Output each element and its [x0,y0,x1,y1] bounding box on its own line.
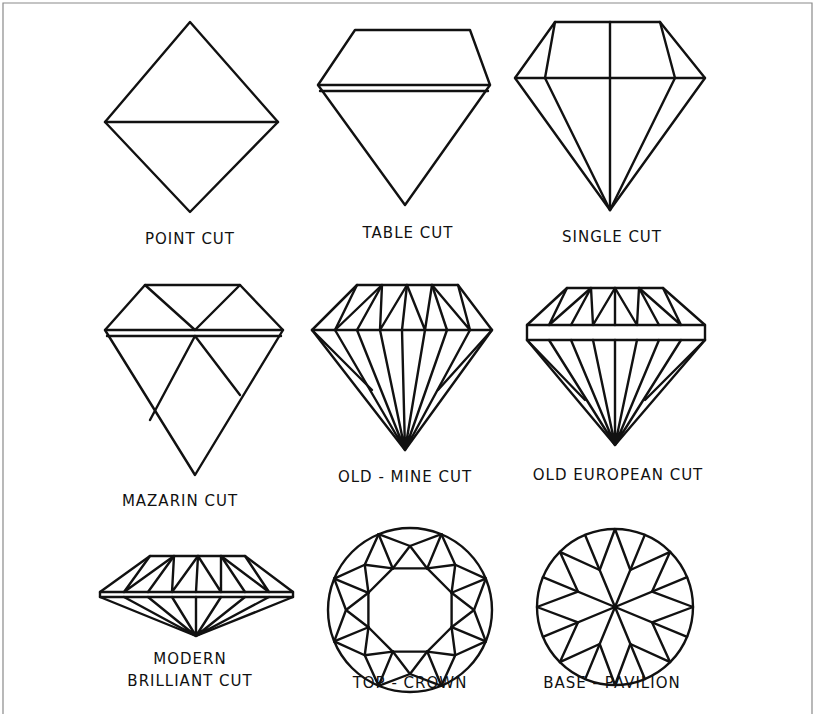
point-cut-drawing [105,22,278,212]
cut-name-label: TABLE CUT [363,222,454,244]
cut-name-label: TOP - CROWN [353,672,468,694]
cut-name-label: SINGLE CUT [562,226,662,248]
cut-name-label: MODERN BRILLIANT CUT [115,648,265,692]
old-mine-cut-drawing [312,285,492,450]
single-cut-drawing [515,22,705,210]
cut-name-label: BASE - PAVILION [543,672,680,694]
frame-border [3,3,812,714]
pavilion-base-view [537,529,693,685]
modern-brilliant-cut-drawing [100,556,293,636]
cut-name-label: OLD - MINE CUT [338,466,472,488]
crown-top-view [328,528,492,692]
cut-name-label: POINT CUT [145,228,235,250]
mazarin-cut-drawing [105,285,283,475]
table-cut-drawing [318,30,490,205]
old-european-cut-drawing [527,288,705,445]
cut-name-label: OLD EUROPEAN CUT [533,464,704,486]
cut-name-label: MAZARIN CUT [122,490,238,512]
